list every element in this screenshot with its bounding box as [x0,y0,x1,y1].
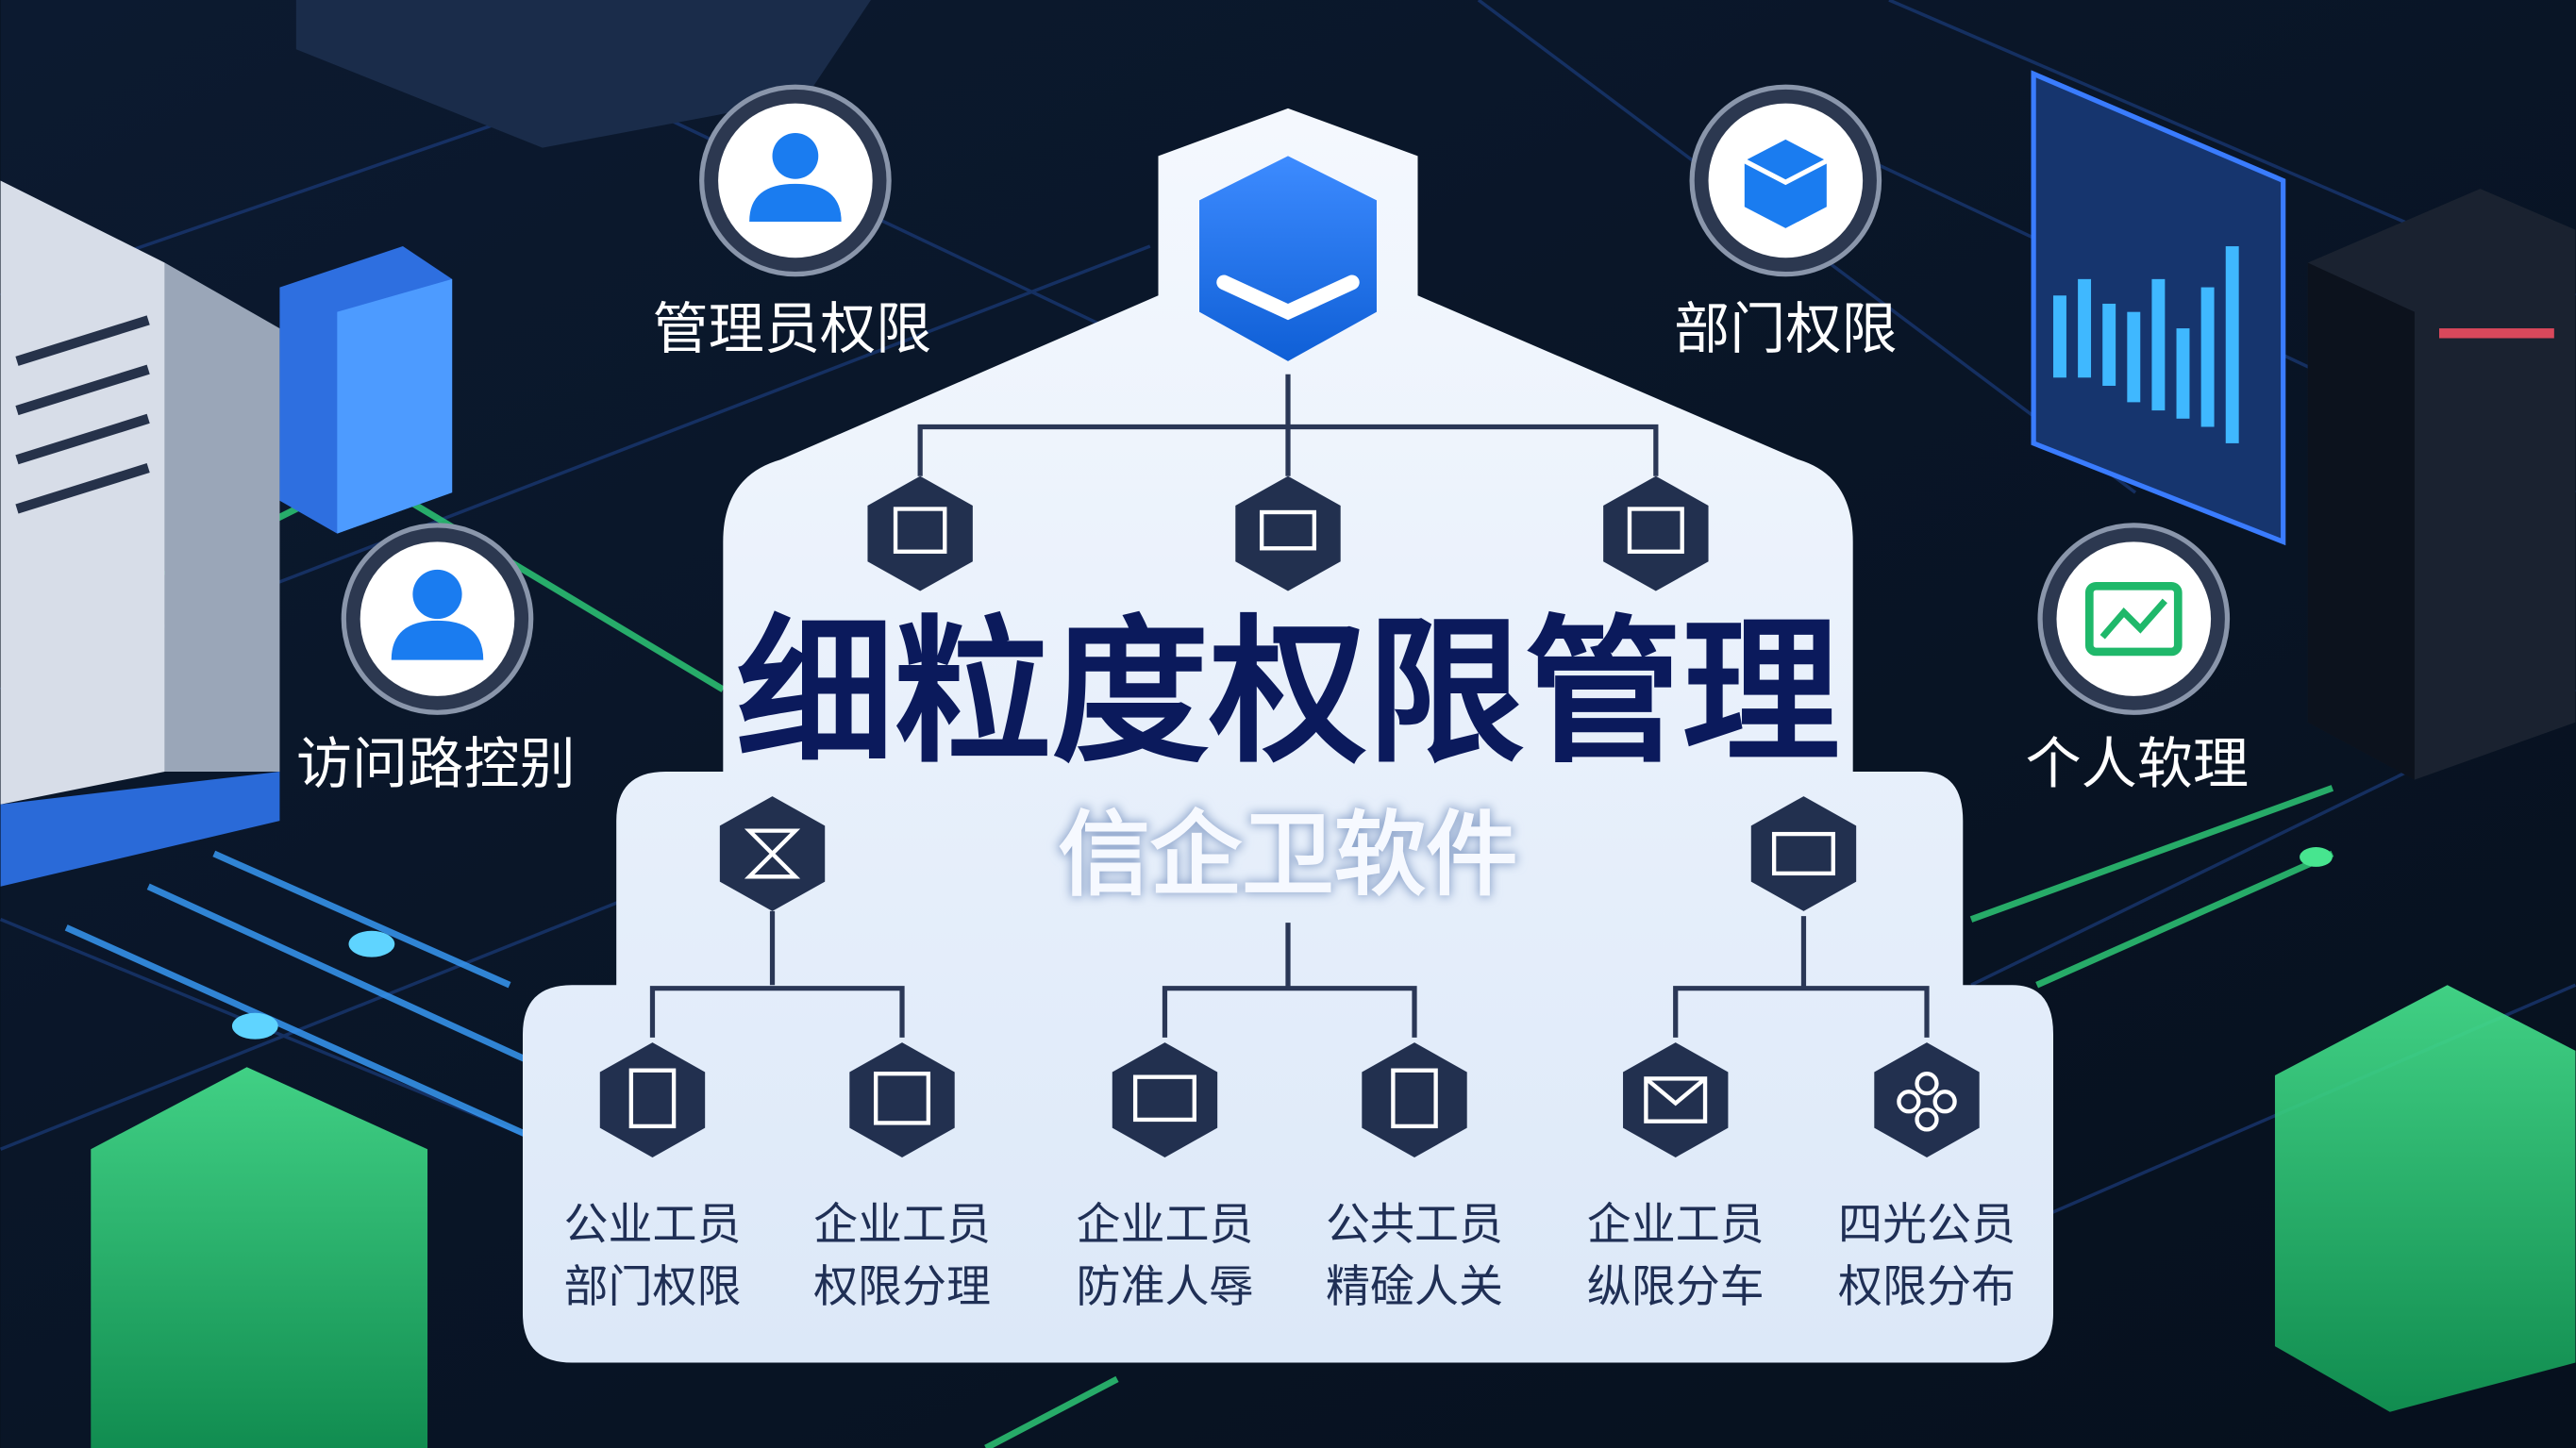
leaf-label-line1: 企业工员 [1077,1199,1254,1251]
hex-node-mail-icon [1623,1042,1729,1157]
main-title: 细粒度权限管理 [736,602,1839,785]
monitor-right [2031,70,2286,546]
leaf-labels: 公业工员 部门权限 企业工员 权限分理 企业工员 防准人辱 公共工员 精碒人关 … [564,1199,2016,1313]
side-node-label: 部门权限 [1674,296,1898,361]
leaf-label-line1: 企业工员 [813,1199,991,1251]
hex-node-chart-message-icon [1750,796,1857,911]
leaf-label-line1: 公共工员 [1326,1199,1503,1251]
subtitle: 信企卫软件 [1058,802,1517,908]
hex-node-form-icon [849,1042,955,1157]
leaf-label-line2: 精碒人关 [1326,1261,1503,1313]
side-node-department: 部门权限 [1674,84,1898,361]
hex-node-doc-icon [599,1042,706,1157]
green-box-right [2274,985,2576,1412]
hex-node-id-card-icon [1112,1042,1218,1157]
building-icon [279,246,453,534]
cube-icon [1743,139,1829,228]
hex-nodes [599,475,1980,1157]
user-icon [749,132,842,222]
leaf-label-line2: 纵限分车 [1587,1261,1765,1313]
hex-node-window-icon [867,475,973,591]
hex-node-monitor-icon [1235,475,1341,591]
hex-node-card-icon [1603,475,1709,591]
chart-mail-icon [2084,581,2183,657]
leaf-label-line2: 部门权限 [564,1261,742,1313]
leaf-label-line2: 权限分理 [813,1261,991,1313]
blue-lines [64,850,560,1153]
leaf-label-line1: 公业工员 [564,1199,742,1251]
user-icon [391,569,484,660]
hex-node-clipboard-icon [1362,1042,1467,1157]
server-right [2307,189,2576,780]
server-left [0,180,280,887]
side-node-personal: 个人软理 [2025,523,2249,796]
leaf-label-line1: 企业工员 [1587,1199,1765,1251]
side-node-label: 管理员权限 [653,296,932,361]
side-node-label: 个人软理 [2025,731,2249,796]
side-node-access: 访问路控别 [296,523,576,796]
leaf-label-line1: 四光公员 [1838,1199,2016,1251]
green-box-left [91,1067,428,1448]
leaf-label-line2: 防准人辱 [1077,1261,1254,1313]
side-node-admin: 管理员权限 [653,84,932,361]
hex-node-network-icon [1874,1042,1980,1157]
leaf-label-line2: 权限分布 [1838,1261,2016,1313]
server-top [295,0,871,148]
side-node-label: 访问路控别 [296,731,576,796]
glow-dots [231,847,2333,1040]
top-cube-icon [1199,156,1377,361]
tree-connectors [649,374,1930,1038]
hex-node-hourglass-icon [719,796,826,911]
